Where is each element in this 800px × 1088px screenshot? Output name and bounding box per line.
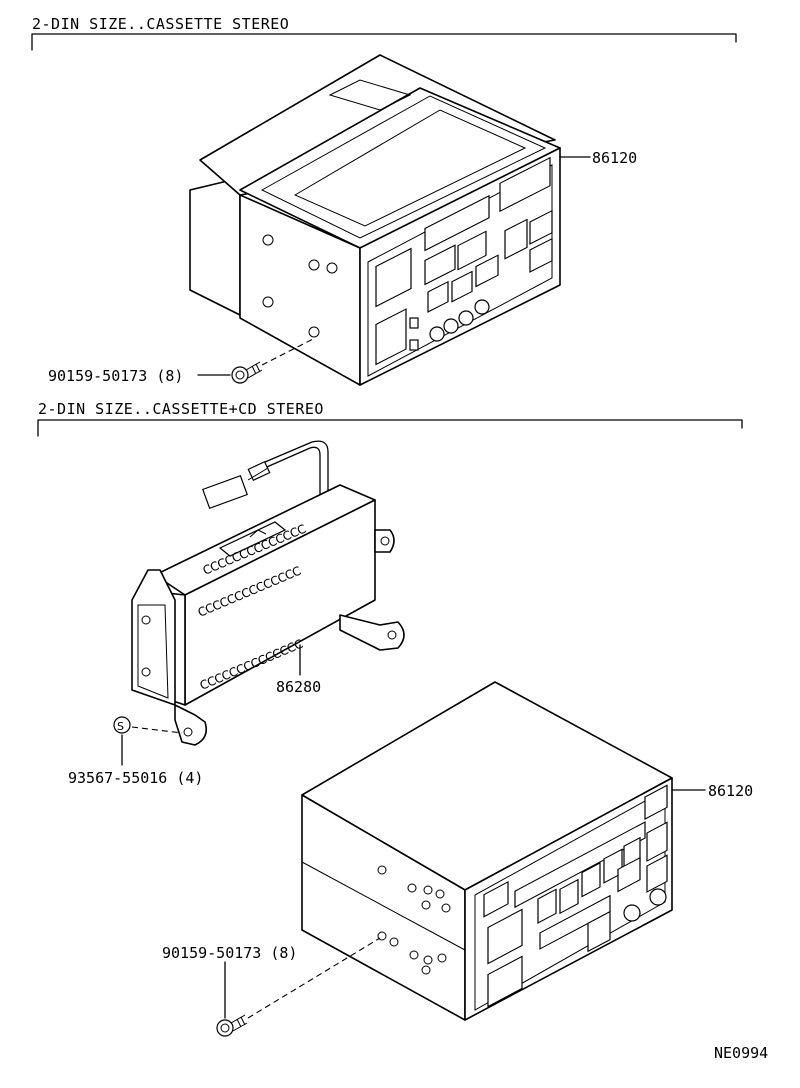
section-2-header: 2-DIN SIZE..CASSETTE+CD STEREO xyxy=(37,400,743,437)
cd-changer-unit xyxy=(131,440,405,746)
screw-top-part-number: 90159-50173 (8) xyxy=(48,367,183,385)
changer-part-number: 86280 xyxy=(276,678,321,696)
section-1-title: 2-DIN SIZE..CASSETTE STEREO xyxy=(32,15,289,33)
screw-bottom-dashline xyxy=(247,937,381,1019)
nut-icon: S xyxy=(113,716,131,734)
nut-symbol: S xyxy=(117,720,124,733)
cassette-stereo-unit xyxy=(189,54,561,386)
stereo-top-part-number: 86120 xyxy=(592,149,637,167)
stereo-bottom-part-number: 86120 xyxy=(708,782,753,800)
section-2-title: 2-DIN SIZE..CASSETTE+CD STEREO xyxy=(38,400,324,418)
drawing-number: NE0994 xyxy=(714,1044,768,1062)
nut-dashline xyxy=(131,726,183,734)
section-2-bracket xyxy=(37,419,743,437)
nut-part-number: 93567-55016 (4) xyxy=(68,769,203,787)
section-1-header: 2-DIN SIZE..CASSETTE STEREO xyxy=(31,15,737,51)
screw-bottom-part-number: 90159-50173 (8) xyxy=(162,944,297,962)
cassette-cd-stereo-unit xyxy=(301,681,673,1021)
section-1-bracket xyxy=(31,33,737,51)
screw-bottom-icon xyxy=(216,1014,248,1037)
screw-top-icon xyxy=(231,361,263,384)
